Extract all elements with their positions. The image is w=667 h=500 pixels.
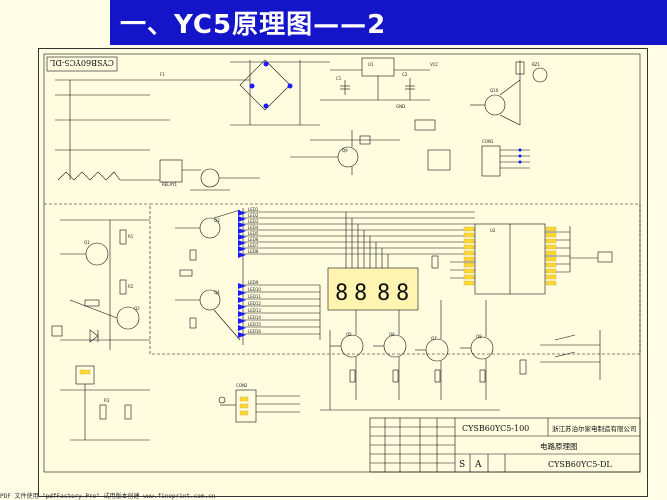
pdf-footer: PDF 文件使用 "pdfFactory Pro" 试用版本创建 www.fin… (0, 493, 216, 500)
label-led8: LED8 (248, 249, 259, 254)
label-q9: Q9 (342, 148, 348, 153)
label-q5: Q5 (346, 332, 352, 337)
label-led6: LED6 (248, 237, 259, 242)
label-q6: Q6 (389, 332, 395, 337)
label-led14: LED14 (248, 315, 261, 320)
digit-2: 8 (354, 281, 367, 306)
label-q3: Q3 (214, 218, 220, 223)
title-block-model: CYSB60YC5-100 (462, 424, 529, 433)
title-block-size-code: S (459, 460, 465, 470)
label-bz1: BZ1 (532, 62, 540, 67)
digit-4: 8 (396, 281, 409, 306)
title-bar: 一、YC5原理图——2 (110, 0, 667, 45)
label-led7: LED7 (248, 243, 259, 248)
label-gnd: GND (396, 104, 405, 109)
label-con2: CON2 (236, 383, 248, 388)
label-q7: Q7 (431, 336, 437, 341)
label-u2: U2 (490, 228, 496, 233)
label-led11: LED11 (248, 294, 261, 299)
label-led15: LED15 (248, 322, 261, 327)
label-vcc: VCC (430, 62, 439, 67)
label-relay1: RELAY1 (162, 182, 177, 187)
label-f1: F1 (160, 72, 165, 77)
label-c2: C2 (402, 72, 408, 77)
label-q2: Q2 (134, 306, 140, 311)
rotated-drawing-label: CYSB60YC5-DL (49, 58, 113, 67)
label-led13: LED13 (248, 308, 261, 313)
label-q1: Q1 (84, 240, 90, 245)
digit-1: 8 (335, 281, 348, 306)
label-r2: R2 (128, 284, 134, 289)
label-led1: LED1 (248, 207, 259, 212)
title-block-drawing-no: CYSB60YC5-DL (548, 460, 612, 469)
label-led3: LED3 (248, 219, 259, 224)
label-r3: R3 (104, 398, 110, 403)
slide-title: 一、YC5原理图——2 (120, 10, 387, 40)
title-block-company: 浙江苏泊尔家电制造有限公司 (552, 424, 637, 433)
label-led2: LED2 (248, 213, 259, 218)
label-con1: CON1 (482, 139, 494, 144)
label-c1: C1 (336, 76, 342, 81)
digit-display (327, 267, 419, 311)
label-q10: Q10 (490, 88, 499, 93)
title-block-size-letter: A (474, 460, 482, 470)
label-led12: LED12 (248, 301, 261, 306)
label-led9: LED9 (248, 280, 259, 285)
label-led10: LED10 (248, 287, 261, 292)
title-block-drawing-name: 电路原理图 (540, 441, 578, 451)
label-led4: LED4 (248, 225, 259, 230)
label-led5: LED5 (248, 231, 259, 236)
digit-3: 8 (377, 281, 390, 306)
label-led16: LED16 (248, 329, 261, 334)
label-r1: R1 (128, 234, 134, 239)
label-u1: U1 (368, 62, 374, 67)
label-q8: Q8 (476, 334, 482, 339)
label-q4: Q4 (214, 290, 220, 295)
